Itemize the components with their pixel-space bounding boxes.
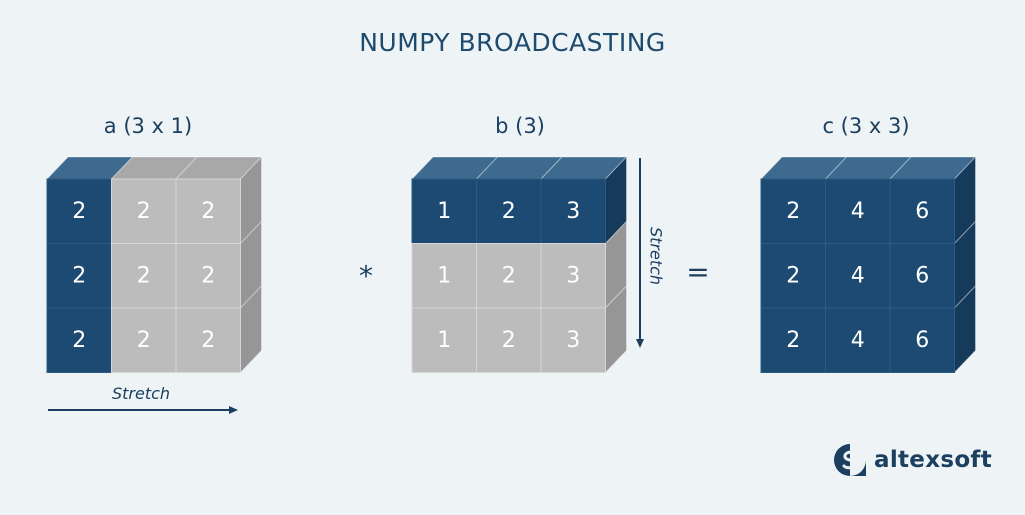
array-a-cell [111,307,177,373]
array-b-cell-value: 3 [566,328,580,353]
array-c-cell-value: 6 [915,199,929,224]
array-a-cell [111,243,177,309]
array-a-cell [175,243,241,309]
array-a-cell-value: 2 [201,328,215,353]
array-a-label: a (3 x 1) [103,114,193,138]
array-b-cube: 1 2 3 1 2 3 1 2 3 [410,155,628,374]
altexsoft-logo-icon [834,444,866,476]
array-b-cell [540,178,606,244]
array-c-cell-value: 2 [786,328,800,353]
array-c-cell-value: 6 [915,263,929,288]
array-b-cell-value: 2 [502,328,516,353]
array-a-cell-value: 2 [137,199,151,224]
multiply-operator: * [359,259,373,293]
horizontal-stretch-label: Stretch [112,384,171,403]
logo-wordmark: altexsoft [874,447,993,473]
array-b-cell [540,243,606,309]
array-c-cell [825,178,891,244]
array-c-cell-value: 6 [915,328,929,353]
array-a-cell-value: 2 [201,199,215,224]
array-a-cell [111,178,177,244]
array-a-cell-value: 2 [137,263,151,288]
array-c-cell-value: 2 [786,263,800,288]
array-c-cell-value: 4 [851,199,865,224]
array-b-cell [476,307,542,373]
array-b-cell-value: 3 [566,263,580,288]
array-a-cube: 2 2 2 2 2 2 2 2 2 [45,155,263,374]
array-b-cell-value: 2 [502,263,516,288]
array-c-cell-value: 2 [786,199,800,224]
array-a-cell-value: 2 [72,263,86,288]
array-c-cell [825,243,891,309]
array-b-cell-value: 1 [437,263,451,288]
array-c-cell [760,178,826,244]
array-c-cell [825,307,891,373]
array-c-cell [889,178,955,244]
array-a-cell-value: 2 [137,328,151,353]
array-b-cell [476,243,542,309]
array-c-label: c (3 x 3) [822,114,910,138]
vertical-stretch-label: Stretch [646,226,666,286]
array-c-cell-value: 4 [851,263,865,288]
horizontal-stretch-arrow [48,406,238,414]
equals-operator: = [686,255,710,289]
array-a-cell [175,307,241,373]
array-b-cell [411,178,477,244]
array-b-cell [540,307,606,373]
array-a-cell [175,178,241,244]
array-c-cell [889,307,955,373]
array-b-cell-value: 2 [502,199,516,224]
array-b-cell-value: 1 [437,199,451,224]
array-c-cell-value: 4 [851,328,865,353]
array-a-cell [46,243,112,309]
array-a-cell-value: 2 [201,263,215,288]
diagram-title: NUMPY BROADCASTING [359,28,666,57]
array-b-cell-value: 3 [566,199,580,224]
array-b-cell [411,307,477,373]
array-c-cube: 2 4 6 2 4 6 2 4 6 [759,155,977,374]
array-b-label: b (3) [495,114,545,138]
array-a-cell [46,307,112,373]
vertical-stretch-arrow [636,158,644,348]
array-a-cell-value: 2 [72,199,86,224]
altexsoft-logo: altexsoft [832,440,992,480]
array-c-cell [889,243,955,309]
array-a-cell-value: 2 [72,328,86,353]
array-b-cell-value: 1 [437,328,451,353]
